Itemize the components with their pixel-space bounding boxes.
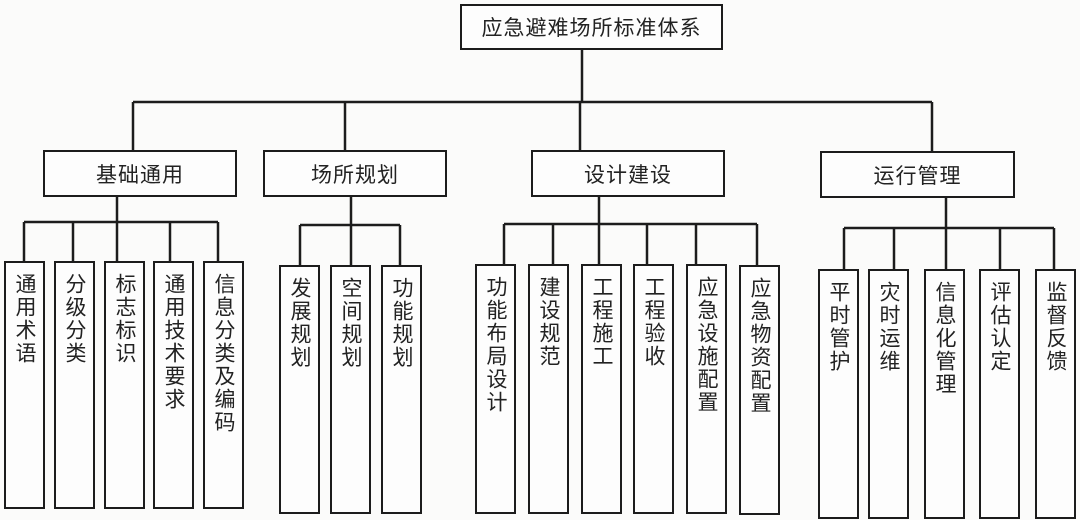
- leaf-label: 监督反馈: [1044, 281, 1068, 373]
- leaf-label: 通用技术要求: [162, 273, 186, 411]
- leaf-node: 灾时运维: [868, 269, 909, 519]
- leaf-label: 信息化管理: [933, 281, 957, 396]
- leaf-label: 建设规范: [537, 276, 561, 368]
- leaf-node: 标志标识: [104, 261, 145, 509]
- leaf-label: 功能规划: [390, 277, 414, 369]
- leaf-label: 分级分类: [63, 273, 87, 365]
- category-node-basic: 基础通用: [43, 150, 237, 197]
- leaf-label: 信息分类及编码: [212, 273, 236, 434]
- leaf-label: 空间规划: [339, 277, 363, 369]
- leaf-label: 评估认定: [988, 281, 1012, 373]
- leaf-node: 工程施工: [581, 264, 622, 514]
- leaf-node: 信息化管理: [924, 269, 965, 519]
- leaf-node: 通用技术要求: [153, 261, 194, 509]
- leaf-node: 监督反馈: [1035, 269, 1076, 519]
- category-node-design-construction: 设计建设: [531, 150, 725, 197]
- leaf-label: 工程验收: [642, 276, 666, 368]
- leaf-node: 平时管护: [818, 269, 859, 519]
- leaf-node: 应急设施配置: [686, 264, 727, 514]
- leaf-node: 空间规划: [330, 265, 371, 514]
- leaf-label: 灾时运维: [877, 281, 901, 373]
- leaf-label: 应急物资配置: [748, 277, 772, 415]
- leaf-node: 通用术语: [4, 261, 45, 509]
- leaf-label: 工程施工: [590, 276, 614, 368]
- leaf-node: 评估认定: [979, 269, 1020, 519]
- leaf-label: 平时管护: [827, 281, 851, 373]
- leaf-node: 功能规划: [381, 265, 422, 514]
- leaf-node: 发展规划: [279, 265, 320, 514]
- leaf-node: 功能布局设计: [475, 264, 516, 514]
- category-label: 设计建设: [584, 162, 672, 187]
- leaf-label: 标志标识: [113, 273, 137, 365]
- leaf-label: 应急设施配置: [695, 276, 719, 414]
- leaf-label: 发展规划: [288, 277, 312, 369]
- leaf-node: 分级分类: [54, 261, 95, 509]
- category-label: 场所规划: [311, 162, 399, 187]
- leaf-node: 建设规范: [528, 264, 569, 514]
- root-node: 应急避难场所标准体系: [460, 4, 723, 50]
- category-node-operation: 运行管理: [820, 151, 1015, 198]
- leaf-node: 应急物资配置: [739, 265, 780, 515]
- root-label: 应急避难场所标准体系: [481, 16, 702, 40]
- leaf-node: 信息分类及编码: [203, 261, 244, 509]
- leaf-node: 工程验收: [633, 264, 674, 514]
- leaf-label: 通用术语: [13, 273, 37, 365]
- category-label: 基础通用: [96, 162, 184, 187]
- category-label: 运行管理: [873, 163, 962, 188]
- leaf-label: 功能布局设计: [484, 276, 508, 414]
- category-node-planning: 场所规划: [263, 150, 447, 197]
